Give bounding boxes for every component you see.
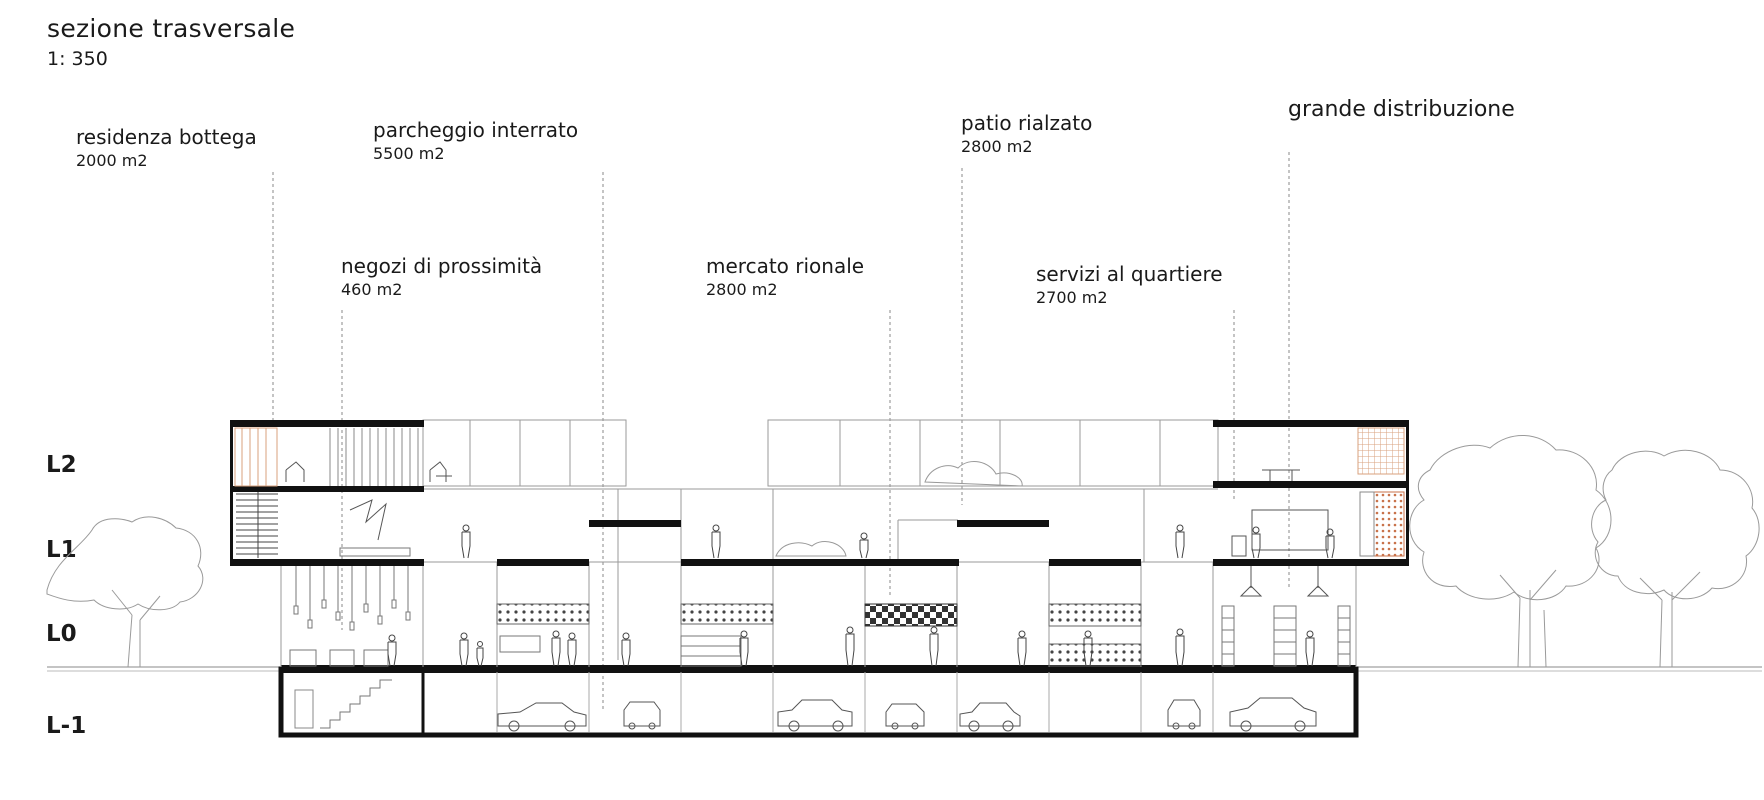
structural-slabs: [230, 420, 1409, 566]
tree-right-1: [1409, 435, 1612, 668]
car-icons: [497, 697, 1317, 732]
label-servizi-al-quartiere: servizi al quartiere 2700 m2: [1036, 262, 1223, 307]
label-name: parcheggio interrato: [373, 118, 579, 142]
label-area: 2800 m2: [961, 137, 1033, 156]
label-name: servizi al quartiere: [1036, 262, 1223, 286]
label-name: negozi di prossimità: [341, 254, 543, 278]
drawing-scale: 1: 350: [47, 48, 108, 70]
ground-floor-walls: [280, 562, 1357, 667]
leader-lines: [272, 152, 1290, 710]
label-area: 2000 m2: [76, 151, 148, 170]
label-area: 2700 m2: [1036, 288, 1108, 307]
label-name: grande distribuzione: [1288, 97, 1515, 122]
distribution-block-details: [1231, 427, 1405, 557]
level-label-l1: L1: [46, 537, 77, 563]
label-grande-distribuzione: grande distribuzione: [1288, 97, 1515, 124]
label-patio-rialzato: patio rialzato 2800 m2: [961, 111, 1092, 156]
level-label-l-1: L-1: [46, 713, 87, 739]
patio-shrubs: [775, 460, 1023, 557]
level-label-l2: L2: [46, 452, 77, 478]
tree-left: [46, 516, 204, 668]
market-stalls: [289, 565, 1351, 667]
upper-floor-outlines: [422, 419, 1219, 660]
label-name: patio rialzato: [961, 111, 1093, 135]
label-residenza-bottega: residenza bottega 2000 m2: [76, 125, 257, 170]
residence-block-details: [234, 427, 419, 558]
drawing-title: sezione trasversale: [47, 14, 296, 43]
terrace-furniture: [285, 461, 452, 482]
label-name: residenza bottega: [76, 125, 257, 149]
label-parcheggio-interrato: parcheggio interrato 5500 m2: [373, 118, 578, 163]
label-mercato-rionale: mercato rionale 2800 m2: [706, 254, 864, 299]
label-negozi-di-prossimita: negozi di prossimità 460 m2: [341, 254, 542, 299]
label-name: mercato rionale: [706, 254, 865, 278]
label-area: 2800 m2: [706, 280, 778, 299]
label-area: 460 m2: [341, 280, 403, 299]
basement-structure: [278, 665, 1359, 738]
level-label-l0: L0: [46, 621, 77, 647]
people-figures: [387, 524, 1335, 667]
label-area: 5500 m2: [373, 144, 445, 163]
tree-right-2: [1591, 449, 1760, 668]
